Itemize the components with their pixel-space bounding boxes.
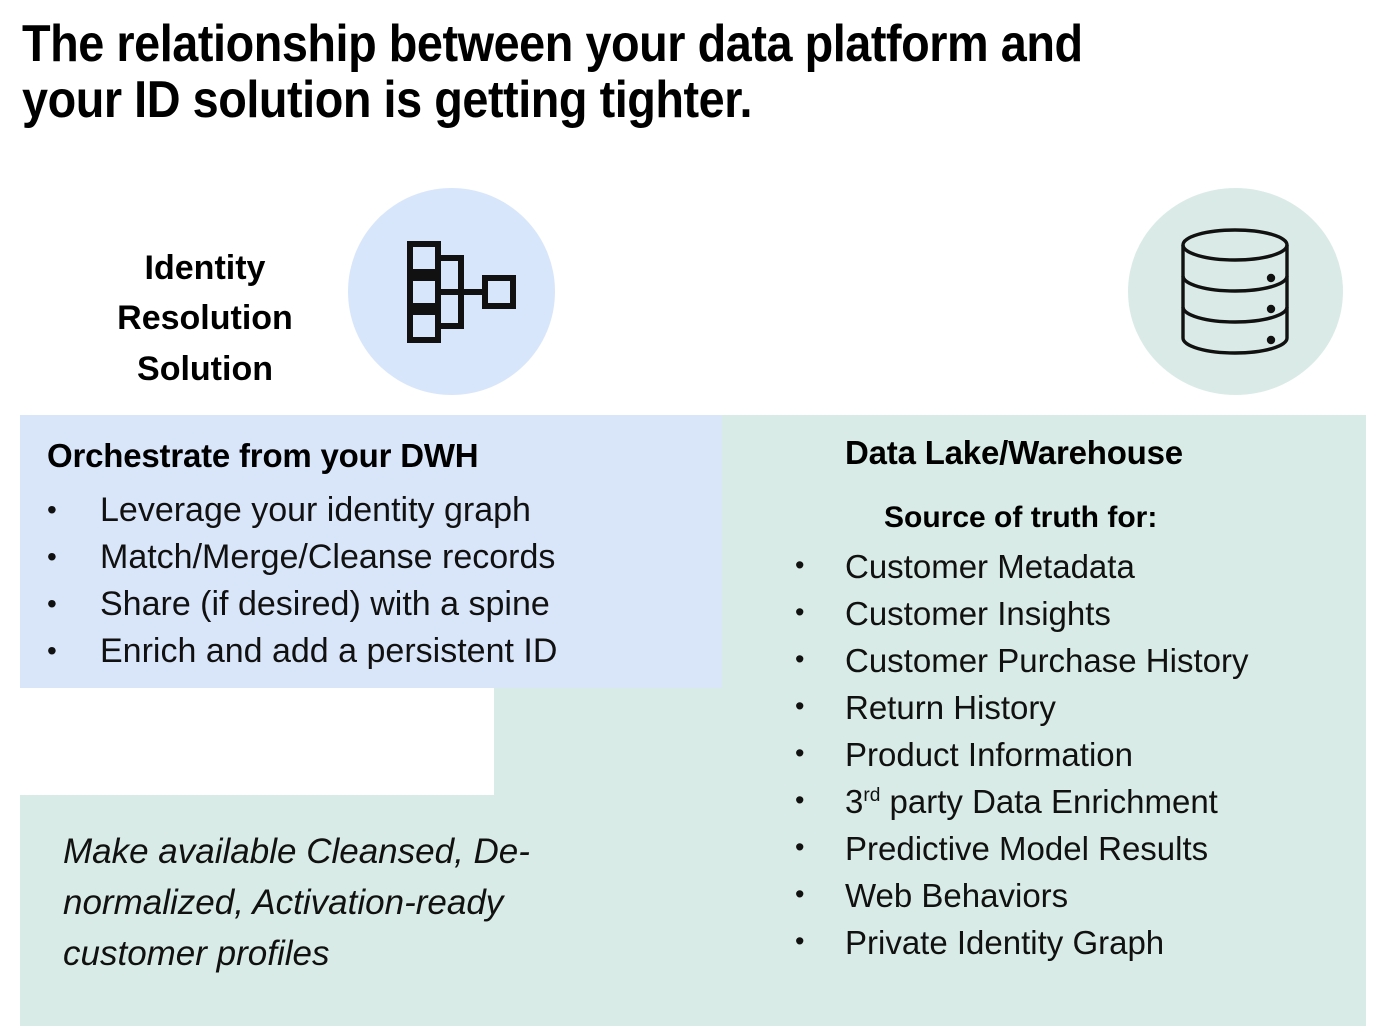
list-item: Enrich and add a persistent ID <box>47 627 707 675</box>
data-lake-heading: Data Lake/Warehouse <box>845 434 1183 471</box>
list-item: Leverage your identity graph <box>47 486 707 534</box>
list-item: Customer Purchase History <box>795 636 1375 684</box>
source-of-truth-subheading: Source of truth for: <box>884 501 1158 534</box>
list-item: Web Behaviors <box>795 871 1375 919</box>
list-item: Product Information <box>795 730 1375 778</box>
page-title: The relationship between your data platf… <box>22 15 1083 130</box>
panel-notch-spacer <box>0 688 494 795</box>
ordinal-suffix: rd <box>863 785 881 806</box>
list-item: Customer Metadata <box>795 542 1375 590</box>
identity-resolution-label: Identity Resolution Solution <box>117 249 293 388</box>
data-lake-icon-badge <box>1128 188 1343 395</box>
identity-graph-icon <box>407 241 516 343</box>
list-item: Match/Merge/Cleanse records <box>47 533 707 581</box>
orchestrate-bullet-list: Leverage your identity graph Match/Merge… <box>47 486 707 675</box>
list-item: Customer Insights <box>795 589 1375 637</box>
orchestrate-heading: Orchestrate from your DWH <box>47 437 479 474</box>
list-item: Share (if desired) with a spine <box>47 580 707 628</box>
third-party-number: 3 <box>845 783 864 820</box>
database-cylinder-icon <box>1181 228 1289 355</box>
third-party-rest: party Data Enrichment <box>880 783 1218 820</box>
list-item: Private Identity Graph <box>795 918 1375 966</box>
data-lake-bullet-list: Customer Metadata Customer Insights Cust… <box>795 542 1375 966</box>
cleansed-profiles-note: Make available Cleansed, De-normalized, … <box>63 832 530 973</box>
list-item: Return History <box>795 683 1375 731</box>
identity-resolution-icon-badge <box>348 188 555 395</box>
list-item-third-party: 3rd party Data Enrichment <box>795 777 1375 825</box>
list-item: Predictive Model Results <box>795 824 1375 872</box>
